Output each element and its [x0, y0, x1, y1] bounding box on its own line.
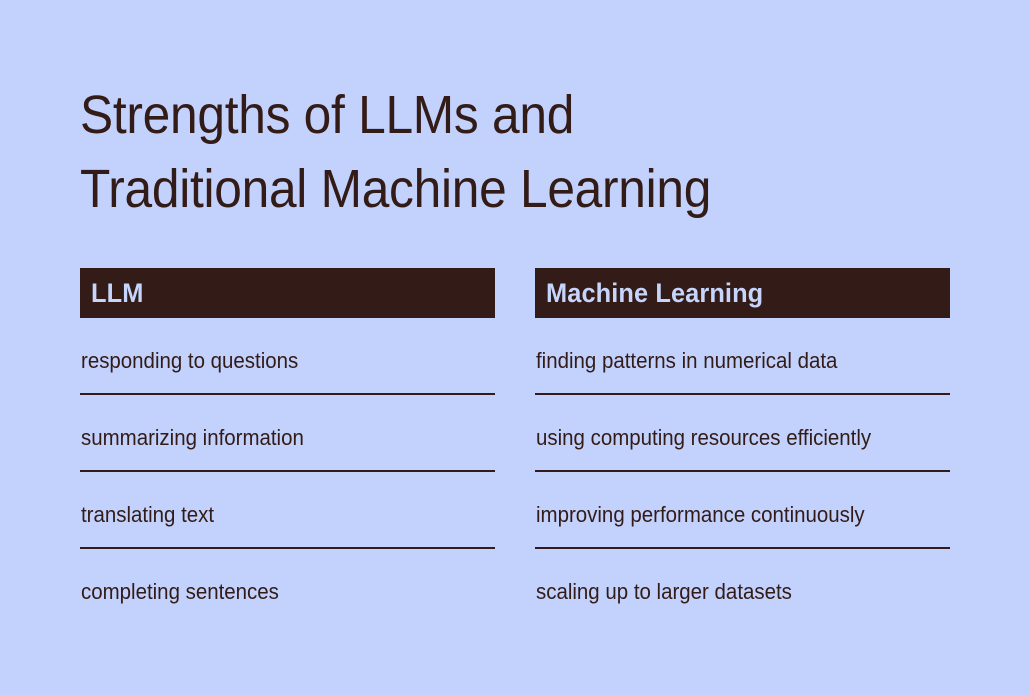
list-item-label: finding patterns in numerical data — [536, 348, 838, 373]
comparison-columns: LLM responding to questions summarizing … — [80, 268, 950, 626]
page-title: Strengths of LLMs and Traditional Machin… — [80, 85, 712, 219]
list-item: scaling up to larger datasets — [535, 549, 950, 626]
list-item: translating text — [80, 472, 495, 549]
column-items-machine-learning: finding patterns in numerical data using… — [535, 318, 950, 626]
list-item: completing sentences — [80, 549, 495, 626]
column-header-machine-learning: Machine Learning — [535, 268, 950, 318]
column-header-label-llm: LLM — [91, 277, 144, 308]
list-item-label: improving performance continuously — [536, 502, 865, 527]
list-item-label: scaling up to larger datasets — [536, 579, 792, 604]
list-item-label: using computing resources efficiently — [536, 425, 872, 450]
column-llm: LLM responding to questions summarizing … — [80, 268, 495, 626]
list-item: improving performance continuously — [535, 472, 950, 549]
column-items-llm: responding to questions summarizing info… — [80, 318, 495, 626]
column-machine-learning: Machine Learning finding patterns in num… — [535, 268, 950, 626]
column-header-label-machine-learning: Machine Learning — [546, 277, 764, 308]
list-item-label: summarizing information — [81, 425, 304, 450]
list-item: responding to questions — [80, 318, 495, 395]
column-header-llm: LLM — [80, 268, 495, 318]
list-item: finding patterns in numerical data — [535, 318, 950, 395]
list-item-label: translating text — [81, 502, 215, 527]
list-item: summarizing information — [80, 395, 495, 472]
list-item: using computing resources efficiently — [535, 395, 950, 472]
list-item-label: completing sentences — [81, 579, 279, 604]
list-item-label: responding to questions — [81, 348, 299, 373]
